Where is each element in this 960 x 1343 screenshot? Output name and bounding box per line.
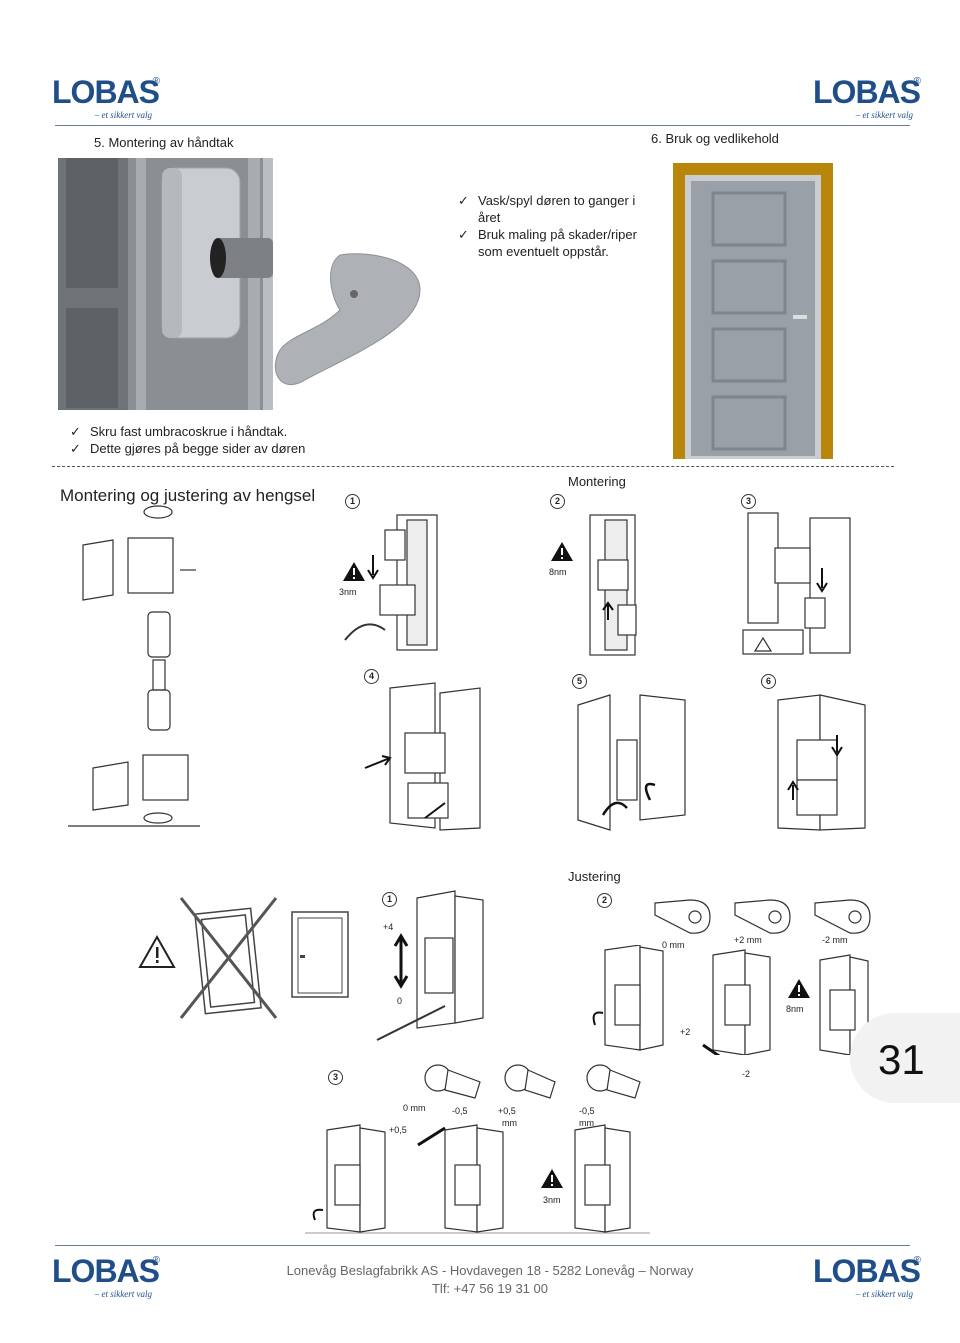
adjust-step-2-cams [654,899,871,934]
warning-icon [788,979,810,998]
adjust-step-3-number: 3 [328,1070,343,1085]
mount-step-6-number: 6 [761,674,776,689]
hinge-title: Montering og justering av hengsel [60,486,316,505]
mount-step-4-diagram [364,682,481,831]
mount-step-1-diagram [344,514,438,651]
mount-step-5-number: 5 [572,674,587,689]
adjust-step-2-0mm: 0 mm [662,940,685,950]
mount-step-2-torque: 8nm [549,567,567,577]
adjust-step-1-zero: 0 [397,996,403,1006]
section6-bullets: Vask/spyl døren to ganger i året Bruk ma… [458,192,658,260]
brand-logo-bottom-right: LOBAS ® – et sikkert valg [813,1253,921,1299]
handle-lever-image [274,253,421,386]
section5-title: 5. Montering av håndtak [94,135,234,150]
warning-icon [343,562,365,581]
adjust-step-3-minus05: -0,5 [452,1106,468,1116]
footer-divider [55,1245,910,1246]
adjust-step-3-diagram [305,1124,650,1234]
warning-outline-icon [138,935,176,968]
adjust-step-3-minus05-b-unit: mm [579,1118,594,1128]
section6-title: 6. Bruk og vedlikehold [651,131,779,146]
adjust-step-2-minus: -2 [742,1069,751,1079]
adjust-step-2-torque: 8nm [786,1004,804,1014]
mounting-label: Montering [568,474,626,489]
section6-bullet-1: Vask/spyl døren to ganger i året [458,192,658,226]
adjust-step-3-plus: +0,5 [389,1125,407,1135]
mount-step-5-diagram [577,694,686,831]
mount-step-6-diagram [777,694,866,831]
section5-bullet-1: Skru fast umbracoskrue i håndtak. [70,423,305,440]
footer-address: Lonevåg Beslagfabrikk AS - Hovdavegen 18… [286,1263,694,1278]
warning-icon [541,1169,563,1188]
correct-door-diagram [291,911,349,998]
wrong-door-diagram [179,897,278,1019]
adjust-step-2-diagram [592,945,869,1055]
adjust-step-1-plus: +4 [383,922,394,932]
handle-mounting-photo [58,158,273,410]
section5-bullet-2: Dette gjøres på begge sider av døren [70,440,305,457]
adjust-step-3-minus05-b: -0,5 [579,1106,595,1116]
section6-bullet-2: Bruk maling på skader/riper som eventuel… [458,226,658,260]
brand-logo-top-right: LOBAS ® – et sikkert valg [813,74,921,120]
door-image [673,163,833,459]
adjust-step-3-0mm: 0 mm [403,1103,426,1113]
adjustment-label: Justering [568,869,621,884]
page-number: 31 [878,1036,925,1083]
mount-step-1-number: 1 [345,494,360,509]
mount-step-2-number: 2 [550,494,565,509]
brand-logo-bottom-left: LOBAS ® – et sikkert valg [52,1253,160,1299]
adjust-step-3-cams [424,1064,641,1099]
brand-logo-top-left: LOBAS ® – et sikkert valg [52,74,160,120]
adjust-step-1-diagram [376,890,484,1041]
mount-step-1-torque: 3nm [339,587,357,597]
mount-step-3-diagram [742,512,851,655]
header-divider [55,125,910,126]
adjust-step-3-plus05-unit: mm [502,1118,517,1128]
adjust-step-2-minus2mm: -2 mm [822,935,848,945]
section5-bullets: Skru fast umbracoskrue i håndtak. Dette … [70,423,305,457]
mount-step-3-number: 3 [741,494,756,509]
section-divider [52,466,894,467]
adjust-step-1-number: 1 [382,892,397,907]
page-number-tab [850,1013,960,1103]
hinge-exploded-diagram [68,505,200,827]
adjust-step-2-number: 2 [597,893,612,908]
warning-icon [551,542,573,561]
adjust-step-2-plus: +2 [680,1027,691,1037]
adjust-step-3-torque: 3nm [543,1195,561,1205]
mount-step-2-diagram [589,514,637,656]
mount-step-4-number: 4 [364,669,379,684]
adjust-step-3-plus05: +0,5 [498,1106,516,1116]
adjust-step-2-plus2mm: +2 mm [734,935,762,945]
footer-phone: Tlf: +47 56 19 31 00 [431,1281,548,1296]
